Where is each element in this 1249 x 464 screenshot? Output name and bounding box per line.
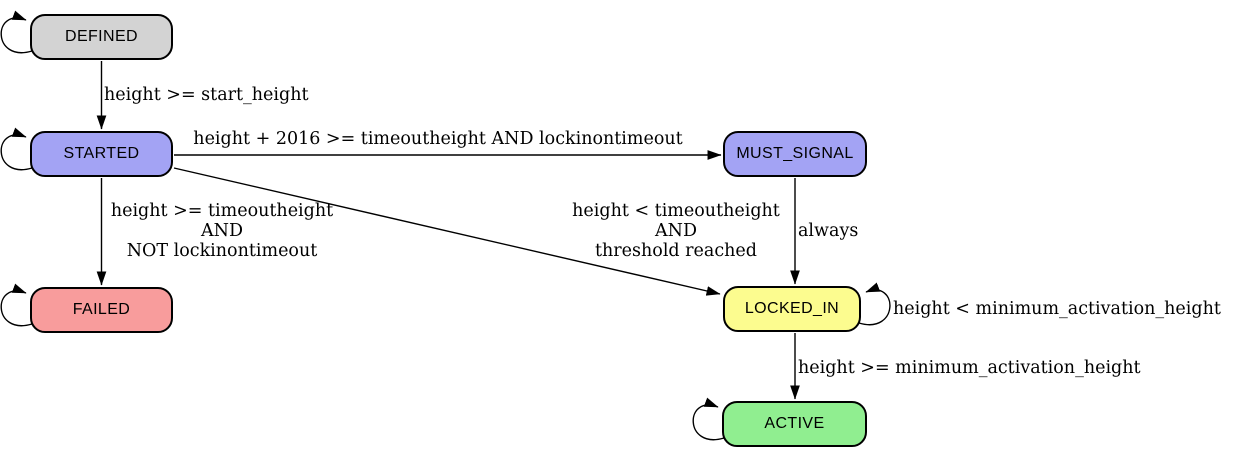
edge-label-started-to-failed: height >= timeoutheight AND NOT lockinon… <box>111 201 333 261</box>
edge-started-self-loop <box>0 127 33 171</box>
node-failed: FAILED <box>30 287 173 333</box>
edge-label-defined-to-started: height >= start_height <box>104 85 309 105</box>
edge-label-line: AND <box>201 221 243 241</box>
edge-label-line: height >= timeoutheight <box>110 201 334 221</box>
edge-defined-self-loop <box>0 10 33 54</box>
edge-label-line: threshold reached <box>595 241 757 261</box>
edge-label-line: AND <box>655 221 697 241</box>
edge-label-started-to-locked-in: height < timeoutheight AND threshold rea… <box>572 201 780 261</box>
edge-label-line: NOT lockinontimeout <box>126 241 318 261</box>
edge-failed-self-loop <box>0 283 33 327</box>
edge-label-locked-in-self-loop: height < minimum_activation_height <box>893 299 1221 319</box>
edge-label-must-signal-to-locked-in: always <box>798 221 859 241</box>
edge-label-locked-in-to-active: height >= minimum_activation_height <box>798 358 1141 378</box>
edge-label-line: height < timeoutheight <box>572 201 780 221</box>
node-active: ACTIVE <box>722 401 867 447</box>
edge-active-self-loop <box>692 397 725 441</box>
edge-started-to-locked-in <box>173 167 721 296</box>
node-must-signal: MUST_SIGNAL <box>723 131 867 177</box>
edge-locked-in-self-loop <box>858 282 891 326</box>
node-locked-in: LOCKED_IN <box>723 286 861 332</box>
edge-label-started-to-must-signal: height + 2016 >= timeoutheight AND locki… <box>193 129 683 149</box>
node-defined: DEFINED <box>30 14 173 60</box>
node-started: STARTED <box>30 131 173 177</box>
